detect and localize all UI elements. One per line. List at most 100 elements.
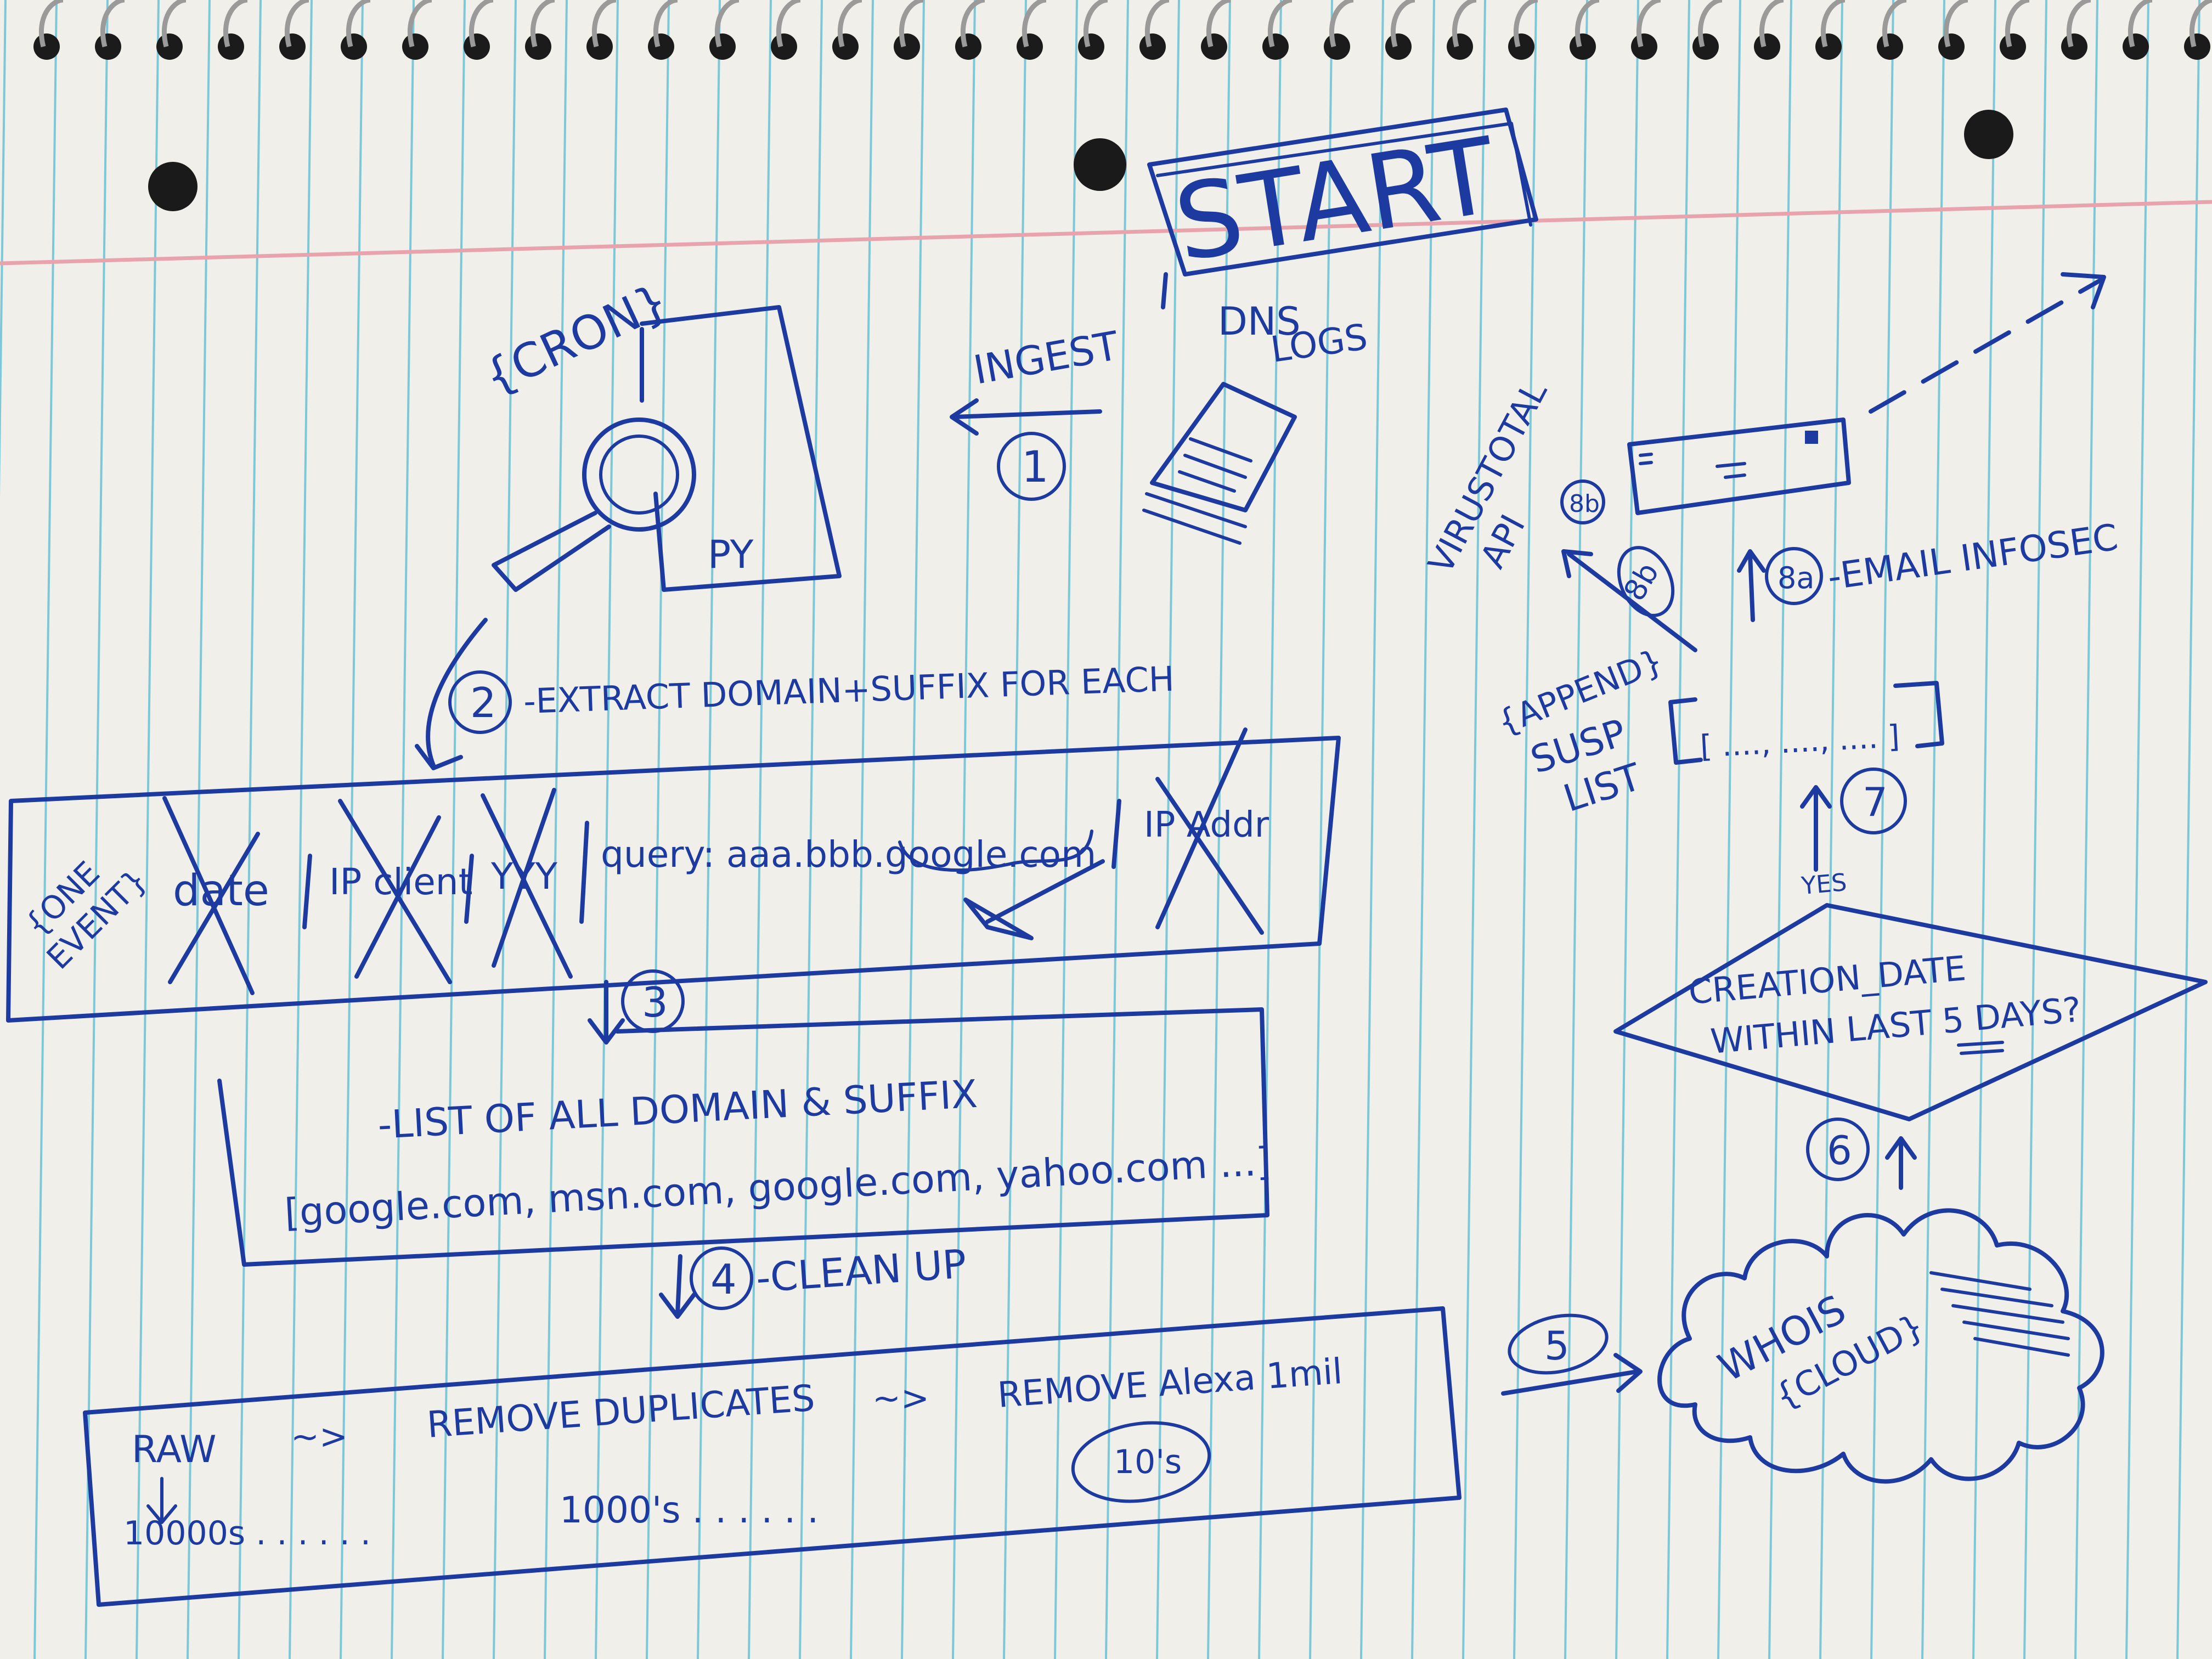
spiral-binding bbox=[33, 0, 2212, 60]
start-connector bbox=[1161, 272, 1168, 309]
strike-yyy bbox=[481, 788, 573, 979]
step-6-circle bbox=[1806, 1118, 1870, 1181]
step-5: 5 bbox=[1501, 1313, 1643, 1396]
step-7-yes: YES 7 bbox=[1800, 768, 1907, 900]
spiral-wire bbox=[1759, 0, 1784, 48]
spiral-hole bbox=[1815, 33, 1842, 60]
step-6-number: 6 bbox=[1827, 1127, 1852, 1173]
spiral-wire bbox=[469, 0, 494, 48]
spiral-hole bbox=[894, 33, 920, 60]
spiral-hole bbox=[1262, 33, 1289, 60]
step-8a-arrow bbox=[1737, 549, 1766, 622]
py-label: PY bbox=[708, 532, 754, 577]
susp-bracket-left bbox=[1668, 697, 1703, 765]
rule-line bbox=[289, 0, 313, 1659]
spiral-hole bbox=[955, 33, 981, 60]
yes-label: YES bbox=[1800, 868, 1848, 900]
spiral-wire bbox=[1022, 0, 1047, 48]
spiral-hole bbox=[1692, 33, 1719, 60]
step-3-arrow bbox=[588, 980, 625, 1045]
spiral-wire bbox=[2005, 0, 2030, 48]
spiral-hole bbox=[2061, 33, 2087, 60]
rule-line bbox=[2176, 0, 2200, 1659]
spiral-wire bbox=[284, 0, 309, 48]
spiral-wire bbox=[100, 0, 125, 48]
alexa-count-circle bbox=[1071, 1421, 1211, 1503]
spiral-hole bbox=[1508, 33, 1534, 60]
rule-line bbox=[1309, 0, 1333, 1659]
step-8b-arrow bbox=[1561, 549, 1697, 652]
rule-line bbox=[697, 0, 721, 1659]
step-5-arrow bbox=[1501, 1353, 1643, 1396]
rule-line bbox=[1870, 0, 1894, 1659]
step-8b-circle bbox=[1560, 479, 1605, 524]
rule-line bbox=[901, 0, 925, 1659]
step-5-number: 5 bbox=[1544, 1323, 1570, 1369]
event-field-ip-addr: IP Addr bbox=[1144, 805, 1269, 845]
rule-line bbox=[1156, 0, 1180, 1659]
spiral-wire bbox=[1636, 0, 1661, 48]
rule-line bbox=[1258, 0, 1282, 1659]
step-8a-number: 8a bbox=[1778, 561, 1814, 595]
rule-line bbox=[442, 0, 466, 1659]
rule-line bbox=[238, 0, 262, 1659]
spiral-wire bbox=[1267, 0, 1293, 48]
step-6: 6 bbox=[1806, 1118, 1917, 1190]
spiral-wire bbox=[1206, 0, 1231, 48]
cleanup-arrow-1: ~> bbox=[291, 1417, 348, 1457]
spiral-wire bbox=[38, 0, 64, 48]
spiral-hole bbox=[279, 33, 306, 60]
spiral-hole bbox=[33, 33, 60, 60]
spiral-hole bbox=[1201, 33, 1227, 60]
event-field-date: date bbox=[173, 866, 269, 916]
rule-line bbox=[84, 0, 109, 1659]
spiral-wire bbox=[960, 0, 985, 48]
spiral-hole bbox=[525, 33, 551, 60]
rule-line bbox=[33, 0, 58, 1659]
cloud-shading bbox=[1929, 1271, 2070, 1357]
ingest-arrow bbox=[950, 398, 1102, 436]
step-5-circle bbox=[1508, 1313, 1609, 1375]
rule-line bbox=[187, 0, 211, 1659]
spiral-wire bbox=[530, 0, 555, 48]
spiral-wire bbox=[591, 0, 617, 48]
spiral-wire bbox=[2189, 0, 2212, 48]
spiral-wire bbox=[653, 0, 678, 48]
paper-stack-icon bbox=[1142, 382, 1297, 545]
spiral-hole bbox=[1017, 33, 1043, 60]
rule-line bbox=[1768, 0, 1792, 1659]
strike-ip-addr bbox=[1155, 727, 1264, 935]
rule-line bbox=[1717, 0, 1741, 1659]
step-6-arrow bbox=[1885, 1136, 1917, 1190]
spiral-hole bbox=[341, 33, 367, 60]
rule-line bbox=[1972, 0, 1996, 1659]
step-4-number: 4 bbox=[710, 1255, 737, 1304]
punch-hole bbox=[1964, 110, 2013, 159]
spiral-wire bbox=[1575, 0, 1600, 48]
spiral-hole bbox=[95, 33, 121, 60]
spiral-hole bbox=[1139, 33, 1166, 60]
magnifier-icon bbox=[492, 417, 696, 592]
spiral-wire bbox=[837, 0, 862, 48]
step-8a-circle bbox=[1765, 547, 1823, 605]
cleanup-count-dups: 1000's . . . . . . bbox=[560, 1489, 819, 1531]
spiral-hole bbox=[1631, 33, 1657, 60]
rule-line bbox=[952, 0, 976, 1659]
punch-hole bbox=[148, 162, 198, 211]
spiral-wire bbox=[161, 0, 187, 48]
spiral-wire bbox=[1882, 0, 1907, 48]
rule-line bbox=[544, 0, 568, 1659]
step-8b-circle-2 bbox=[1617, 546, 1675, 617]
rule-line bbox=[1462, 0, 1486, 1659]
rule-line bbox=[340, 0, 364, 1659]
spiral-wire bbox=[1943, 0, 1968, 48]
rule-line bbox=[2125, 0, 2149, 1659]
spiral-wire bbox=[899, 0, 924, 48]
spiral-hole bbox=[1938, 33, 1965, 60]
rule-line bbox=[1360, 0, 1384, 1659]
spiral-wire bbox=[1083, 0, 1108, 48]
rule-line bbox=[850, 0, 874, 1659]
